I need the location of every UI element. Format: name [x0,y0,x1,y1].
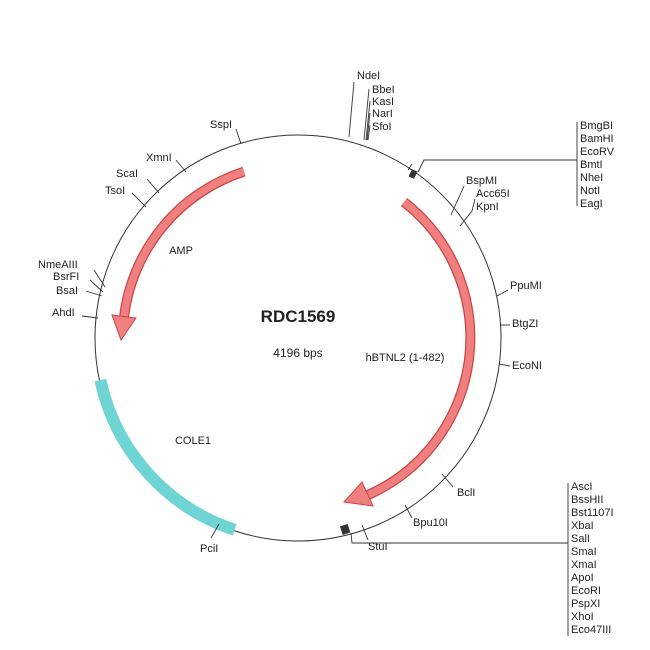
cole1-label: COLE1 [175,435,211,447]
site-ppumi[interactable]: PpuMI [510,280,542,292]
site-xbai[interactable]: XbaI [571,520,594,532]
site-xmni[interactable]: XmnI [146,152,172,164]
site-xmai[interactable]: XmaI [571,559,597,571]
site-kpni[interactable]: KpnI [476,201,499,213]
site-eco47iii[interactable]: Eco47III [571,624,611,636]
site-scai[interactable]: ScaI [116,168,138,180]
site-bpu10i[interactable]: Bpu10I [413,517,448,529]
mcs1-marker [408,169,418,179]
site-nari[interactable]: NarI [372,108,393,120]
site-sfoi[interactable]: SfoI [372,121,392,133]
site-bsshii[interactable]: BssHII [571,494,603,506]
cole1-feature[interactable] [94,378,237,536]
site-eagi[interactable]: EagI [580,198,603,210]
site-tsoi[interactable]: TsoI [105,185,125,197]
site-bsai[interactable]: BsaI [56,285,78,297]
site-asci[interactable]: AscI [571,481,592,493]
hbtnl2-label: hBTNL2 (1-482) [366,352,445,364]
site-bsrfi[interactable]: BsrFI [53,271,79,283]
amp-label: AMP [169,245,193,257]
site-pspxi[interactable]: PspXI [571,598,600,610]
hbtnl2-feature[interactable] [342,198,476,507]
site-ecori[interactable]: EcoRI [571,585,601,597]
plasmid-backbone [94,134,502,542]
site-xhoi[interactable]: XhoI [571,611,594,623]
site-btgzi[interactable]: BtgZI [512,318,538,330]
plasmid-name: RDC1569 [261,307,336,326]
site-stui[interactable]: StuI [368,541,388,553]
site-sali[interactable]: SalI [571,533,590,545]
amp-feature[interactable] [111,166,246,342]
mcs2-marker [339,523,351,535]
site-ecorv[interactable]: EcoRV [580,146,615,158]
site-bspmi[interactable]: BspMI [466,175,497,187]
site-bcli[interactable]: BclI [457,487,475,499]
site-sspi[interactable]: SspI [210,119,232,131]
site-apoi[interactable]: ApoI [571,572,594,584]
site-bamhi[interactable]: BamHI [580,133,614,145]
site-bmgbi[interactable]: BmgBI [580,120,613,132]
site-noti[interactable]: NotI [580,185,600,197]
site-ahdi[interactable]: AhdI [52,307,75,319]
plasmid-size: 4196 bps [273,346,322,360]
site-bst1107i[interactable]: Bst1107I [571,507,614,519]
site-bmti[interactable]: BmtI [580,159,603,171]
site-acc65i[interactable]: Acc65I [476,188,510,200]
site-kasi[interactable]: KasI [372,96,394,108]
site-econi[interactable]: EcoNI [512,360,542,372]
site-bbei[interactable]: BbeI [372,84,395,96]
site-smai[interactable]: SmaI [571,546,597,558]
site-pcii[interactable]: PciI [200,543,218,555]
site-nhei[interactable]: NheI [580,172,603,184]
site-ndei[interactable]: NdeI [357,70,380,82]
site-nmeaiii[interactable]: NmeAIII [38,259,78,271]
